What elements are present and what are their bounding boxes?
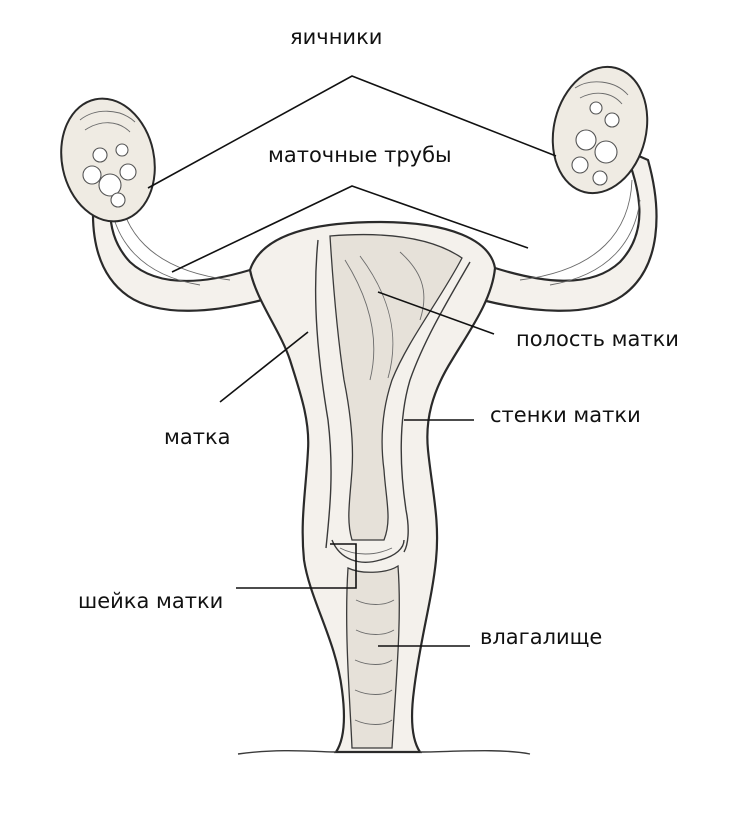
label-uterus: матка	[164, 425, 231, 449]
label-uterine-cavity: полость матки	[516, 327, 679, 351]
label-vagina: влагалище	[480, 625, 602, 649]
left-ovary	[60, 97, 156, 223]
label-uterine-walls: стенки матки	[490, 403, 641, 427]
uterus-leader	[219, 331, 309, 403]
label-fallopian-tubes: маточные трубы	[268, 143, 452, 167]
label-cervix: шейка матки	[78, 589, 223, 613]
cervix-leader	[236, 543, 357, 589]
cervix	[331, 539, 405, 563]
tubes-leader	[171, 185, 529, 273]
vaginal-canal	[346, 564, 400, 749]
ovaries-leader	[147, 75, 557, 189]
label-ovaries: яичники	[290, 25, 382, 49]
cavity-leader	[377, 291, 495, 335]
leader-lines	[147, 75, 557, 647]
labels: яичники маточные трубы полость матки сте…	[78, 25, 679, 649]
uterus-illustration	[60, 65, 658, 755]
right-ovary	[551, 65, 649, 195]
